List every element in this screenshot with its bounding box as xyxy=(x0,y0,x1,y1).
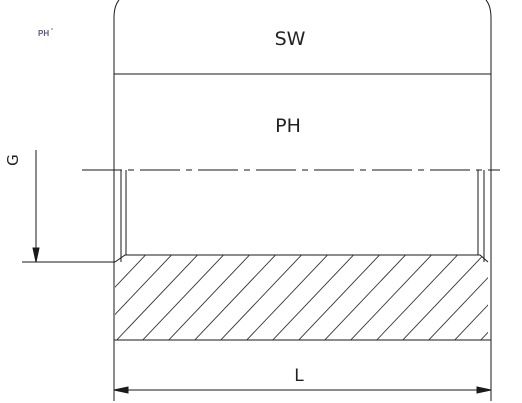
thread-section-top xyxy=(114,254,489,263)
hatch-line xyxy=(115,255,203,340)
hatch-line xyxy=(319,255,411,340)
brand-logo: PH ° xyxy=(38,28,53,38)
l-dimension xyxy=(113,345,492,401)
hatched-section xyxy=(115,250,522,345)
hatch-line xyxy=(502,250,522,345)
hatch-line xyxy=(189,255,281,340)
hatch-line xyxy=(371,255,463,340)
hatch-line xyxy=(241,255,333,340)
g-arrowhead xyxy=(32,247,40,263)
hatch-line xyxy=(267,255,359,340)
l-left-arrowhead xyxy=(113,386,129,394)
hatch-line xyxy=(137,255,229,340)
hatch-line xyxy=(423,255,488,340)
brand-logo-text: PH xyxy=(38,29,49,38)
g-label: G xyxy=(4,154,22,166)
ph-label: PH xyxy=(275,115,301,137)
hatch-line xyxy=(215,255,307,340)
hatch-line xyxy=(449,255,488,340)
hatch-line xyxy=(115,255,177,340)
hatch-line xyxy=(475,255,488,340)
hatch-line xyxy=(293,255,385,340)
hatch-line xyxy=(163,255,255,340)
l-right-arrowhead xyxy=(476,386,492,394)
hatch-line xyxy=(345,255,437,340)
hatch-line xyxy=(115,255,151,340)
hatch-line xyxy=(397,255,488,340)
fitting-outline xyxy=(113,0,492,345)
brand-logo-mark: ° xyxy=(51,28,53,34)
l-label: L xyxy=(294,366,304,386)
right-top-chamfer xyxy=(485,0,492,345)
sw-label: SW xyxy=(275,28,306,50)
left-top-chamfer xyxy=(113,0,120,345)
g-dimension xyxy=(22,150,115,263)
